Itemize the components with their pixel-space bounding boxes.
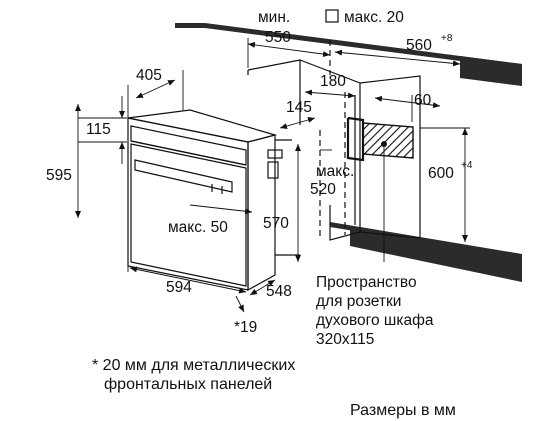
- oven-body: [127, 109, 300, 292]
- max-value: 520: [310, 181, 336, 198]
- socket-note: Пространство для розетки духового шкафа …: [316, 274, 434, 348]
- max20-label: макс. 20: [344, 9, 404, 26]
- dim-560: 560: [406, 37, 432, 54]
- checkbox-icon: [325, 9, 339, 23]
- max-label: макс.: [316, 163, 354, 180]
- dim-115: 115: [86, 121, 111, 138]
- dim-180: 180: [320, 73, 346, 90]
- dim-60: 60: [414, 92, 432, 109]
- dim-19-star: *19: [234, 319, 257, 336]
- socket-note-line1: Пространство: [316, 274, 417, 291]
- min-value: 550: [265, 29, 291, 46]
- dim-145: 145: [286, 99, 312, 116]
- socket-area: [346, 116, 414, 262]
- dim-405: 405: [136, 67, 162, 84]
- dimension-lines: [75, 38, 470, 313]
- footnote-line1: * 20 мм для металлических: [92, 357, 295, 374]
- min-label: мин.: [258, 9, 290, 26]
- dim-570: 570: [263, 215, 289, 232]
- socket-note-line2: для розетки: [316, 293, 401, 310]
- dim-548: 548: [266, 283, 292, 300]
- dim-560-sup: +8: [441, 33, 453, 44]
- socket-note-line4: 320x115: [316, 331, 374, 348]
- max50-label: макс. 50: [168, 219, 228, 236]
- dim-600: 600: [428, 165, 454, 182]
- footnote: * 20 мм для металлических фронтальных па…: [92, 357, 295, 393]
- units-label: Размеры в мм: [350, 402, 456, 419]
- footnote-line2: фронтальных панелей: [104, 376, 272, 393]
- dimension-labels: мин. 550 макс. 20 560 +8 405 180 60 115 …: [46, 9, 473, 336]
- dim-595: 595: [46, 167, 72, 184]
- socket-note-line3: духового шкафа: [316, 312, 434, 329]
- dim-594: 594: [166, 279, 192, 296]
- dim-600-sup: +4: [461, 160, 473, 171]
